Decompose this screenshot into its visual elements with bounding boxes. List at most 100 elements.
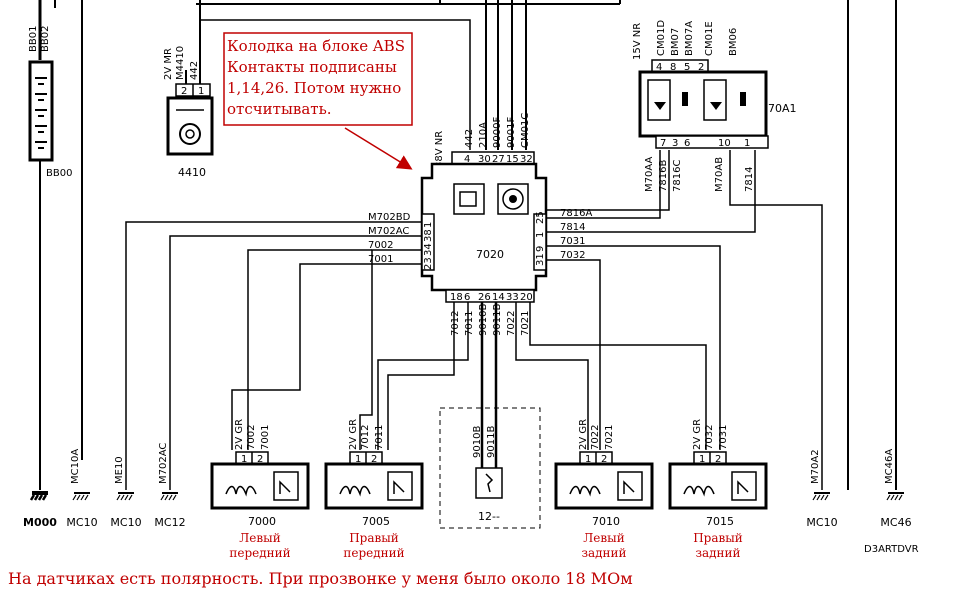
relay-bottom-wire: 7814 (744, 167, 755, 192)
ground-hatch (76, 494, 81, 501)
diag-code: 12-- (478, 510, 500, 523)
ecu-bottom-pin: 33 (506, 292, 519, 303)
sensor-head (387, 471, 413, 501)
ground-code: MC10 (110, 516, 141, 529)
relay-top-pin: 4 (656, 62, 662, 73)
abs-note-line-1: Колодка на блоке ABS (227, 37, 405, 55)
ecu-top-pin: 4 (464, 154, 470, 165)
sensor-wire2: 7011 (374, 425, 385, 450)
diag-connector: 9010B 9011B 12-- (439, 407, 541, 529)
ground-hatch (168, 494, 173, 501)
ground-hatch (812, 494, 817, 501)
relay-bottom-pin: 10 (718, 138, 731, 149)
sensor-name-line1: Правый (349, 531, 399, 545)
relay-4410-wire2: 442 (189, 61, 200, 80)
coil-icon (225, 485, 257, 497)
ground-hatch (886, 494, 891, 501)
abs-note-box (223, 32, 413, 170)
ground-wire-label: MC46A (884, 449, 895, 484)
diag-wires (480, 290, 498, 480)
relay-bottom-pin: 3 (672, 138, 678, 149)
ecu-right-pin: 1 (535, 232, 546, 238)
ecu-right-wire: 7816A (560, 208, 592, 219)
ecu-bottom-wire: 7011 (464, 311, 475, 336)
ecu-right-wire: 7814 (560, 222, 585, 233)
ecu-left-pin: 1 (423, 222, 434, 228)
sensor-wire1: 7002 (246, 425, 257, 450)
relay-70a1-code: 70A1 (768, 102, 797, 115)
sensor-pin2: 2 (601, 454, 607, 465)
ground-hatch (37, 494, 44, 501)
relay-bottom-pin: 1 (744, 138, 750, 149)
sensor-code: 7000 (248, 515, 276, 528)
relay-4410-header: 2V MR (163, 48, 174, 80)
ecu-bottom-wire: 7012 (450, 311, 461, 336)
ecu-top-wire: 442 (464, 129, 475, 148)
ecu-right-wire: 7032 (560, 250, 585, 261)
ground-hatch (890, 494, 895, 501)
ecu-top-wire: 210A (478, 122, 489, 148)
ecu-top-pin: 27 (492, 154, 505, 165)
ground-hatch (33, 494, 40, 501)
sensor-code: 7005 (362, 515, 390, 528)
ground-hatch (72, 494, 77, 501)
ecu-right-pin: 31 (535, 253, 546, 266)
sensor-head (617, 471, 643, 501)
ecu-bottom-pin: 6 (464, 292, 470, 303)
relay-70a1-header: 15V NR (632, 23, 643, 60)
sensor-code: 7015 (706, 515, 734, 528)
ecu-bottom-pin: 26 (478, 292, 491, 303)
drawing-reference: D3ARTDVR (864, 544, 919, 555)
ecu-top-wire: 9000F (492, 117, 503, 148)
sensor-pin1: 1 (355, 454, 361, 465)
coil-icon (683, 485, 715, 497)
ground-hatch (816, 494, 821, 501)
ecu-left-wire: 7002 (368, 240, 393, 251)
coil-icon (339, 485, 371, 497)
relay-bottom-wire: M70AB (714, 157, 725, 192)
ecu-right-pin: 25 (535, 211, 546, 224)
sensor-wire2: 7031 (718, 425, 729, 450)
ground-hatch (80, 494, 85, 501)
ground-hatch (160, 494, 165, 501)
sensor-code: 7010 (592, 515, 620, 528)
ecu-bottom-pin: 20 (520, 292, 533, 303)
sensor-name-line2: задний (581, 546, 626, 560)
abs-note-text: Колодка на блоке ABS Контакты подписаны … (227, 36, 413, 120)
ecu-header: 38V NR (434, 131, 445, 168)
ecu-bottom-wire: 9010B (478, 304, 489, 336)
sensor-name-line1: Левый (583, 531, 624, 545)
sensor-pin1: 1 (699, 454, 705, 465)
ecu-left-wire: M702BD (368, 212, 411, 223)
sensor-pole-icon (737, 480, 749, 494)
ecu-bottom-pin: 18 (450, 292, 463, 303)
relay-top-wire: BM07A (684, 21, 695, 56)
ecu-code: 7020 (476, 248, 504, 261)
relay-top-wire: BM07 (670, 28, 681, 56)
ground-hatch (116, 494, 121, 501)
ground-hatch (894, 494, 899, 501)
ground-hatch (128, 494, 133, 501)
relay-4410-wire1: M4410 (175, 46, 186, 80)
diag-wire1: 9010B (472, 426, 483, 458)
ground-hatch (124, 494, 129, 501)
grounds: M000MC10AMC10ME10MC10M702ACMC12M70A2MC10… (23, 443, 912, 529)
sensor-name-line2: передний (343, 546, 404, 560)
sensor-wire1: 7022 (590, 425, 601, 450)
relay-top-pin: 5 (684, 62, 690, 73)
sensor-name-line2: передний (229, 546, 290, 560)
ground-wire-label: MC10A (70, 449, 81, 484)
sensor-pole-icon (393, 480, 405, 494)
battery-label-bottom: BB00 (46, 168, 72, 179)
ecu-top-wire: CM01C (520, 113, 531, 148)
ecu-left-wire: 7001 (368, 254, 393, 265)
